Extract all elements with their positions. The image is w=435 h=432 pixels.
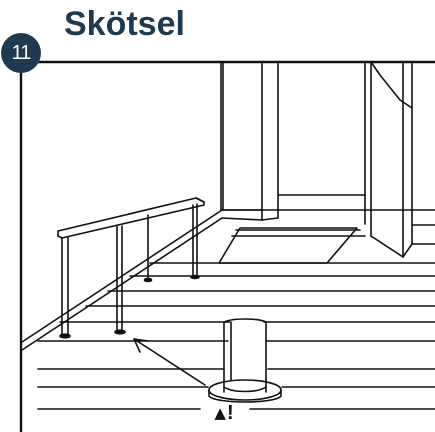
deck-boards bbox=[37, 262, 435, 410]
wall-structure bbox=[220, 61, 435, 258]
step-number-badge: 11 bbox=[1, 33, 41, 73]
caution-note: ▲ ! bbox=[204, 400, 244, 426]
door-mat bbox=[218, 227, 358, 264]
threshold-steps bbox=[221, 209, 366, 237]
adjustable-foot bbox=[208, 318, 282, 403]
deck-edge-lines bbox=[21, 209, 435, 351]
pointer-arrow bbox=[133, 338, 206, 386]
caution-mark: ! bbox=[226, 402, 234, 424]
bench bbox=[57, 197, 205, 339]
frame-border bbox=[19, 60, 435, 432]
page-title: Skötsel bbox=[64, 5, 185, 43]
caution-triangle-icon: ▲ bbox=[214, 403, 226, 422]
